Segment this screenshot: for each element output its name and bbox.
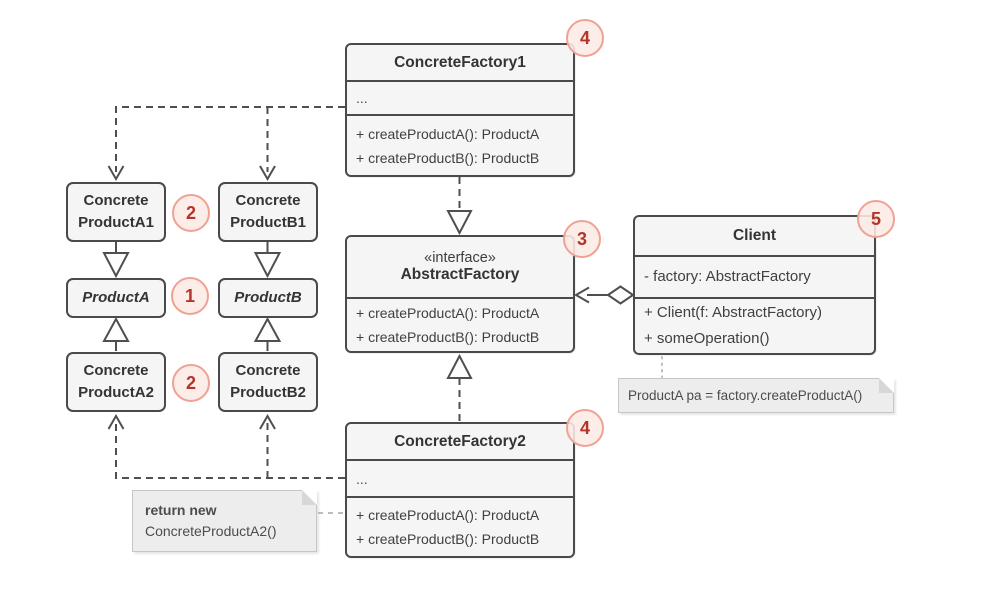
realization-arrow-factory2 [446,353,473,421]
inheritance-arrow-a1 [102,242,130,279]
stereotype-label: «interface» [424,250,496,266]
class-methods: + createProductA(): ProductA + createPro… [347,114,573,175]
aggregation-arrow-client-factory [573,285,635,305]
class-methods: + Client(f: AbstractFactory) + someOpera… [635,297,874,353]
class-title-line: Concrete [235,192,301,209]
method-line: + createProductA(): ProductA [356,125,540,142]
class-title: Client [732,227,777,244]
class-concrete-product-a1: Concrete ProductA1 [66,182,166,242]
class-title: ProductA [82,289,150,306]
realization-arrow-factory1 [446,177,473,236]
badge-factory2: 4 [566,409,604,447]
class-title: AbstractFactory [400,266,520,283]
inheritance-arrow-a2 [102,316,130,351]
class-title-line: Concrete [83,192,149,209]
method-line: + createProductB(): ProductB [356,329,540,345]
note-text-line: ProductA pa = factory.createProductA() [628,388,863,403]
class-client: Client - factory: AbstractFactory + Clie… [633,215,876,355]
attribute-line: - factory: AbstractFactory [644,268,811,285]
badge-concrete-products-bottom: 2 [172,364,210,402]
class-title-line: ProductA1 [78,214,154,231]
note-client-usage: ProductA pa = factory.createProductA() [618,378,894,413]
class-abstract-factory: «interface» AbstractFactory + createProd… [345,235,575,353]
class-title: ConcreteFactory2 [394,432,526,450]
class-concrete-factory1: ConcreteFactory1 ... + createProductA():… [345,43,575,177]
class-methods: + createProductA(): ProductA + createPro… [347,297,573,351]
badge-client: 5 [857,200,895,238]
method-line: + someOperation() [644,330,770,347]
method-line: + createProductB(): ProductB [356,149,540,166]
inheritance-arrow-b1 [253,242,282,279]
class-concrete-factory2: ConcreteFactory2 ... + createProductA():… [345,422,575,558]
note-return-new: return new ConcreteProductA2() [132,490,317,552]
class-title-line: Concrete [235,362,301,379]
badge-factory1: 4 [566,19,604,57]
class-ellipsis: ... [347,80,573,114]
class-title-line: ProductA2 [78,384,154,401]
class-concrete-product-b2: Concrete ProductB2 [218,352,318,412]
badge-products: 1 [171,277,209,315]
class-title: ConcreteFactory1 [394,53,526,71]
badge-abstract-factory: 3 [563,220,601,258]
class-concrete-product-a2: Concrete ProductA2 [66,352,166,412]
class-title-line: ProductB2 [230,384,306,401]
dependency-arrows-factory1-products [107,106,345,182]
badge-concrete-products-top: 2 [172,194,210,232]
note-text-line: ConcreteProductA2() [145,523,277,539]
class-methods: + createProductA(): ProductA + createPro… [347,496,573,556]
class-ellipsis: ... [347,459,573,496]
dependency-arrows-factory2-products [107,413,345,479]
class-title-line: Concrete [83,362,149,379]
class-concrete-product-b1: Concrete ProductB1 [218,182,318,242]
method-line: + createProductB(): ProductB [356,531,540,547]
class-title-line: ProductB1 [230,214,306,231]
note-text-line: return new [145,502,217,518]
class-product-a: ProductA [66,278,166,318]
method-line: + createProductA(): ProductA [356,305,540,321]
class-title: ProductB [234,289,302,306]
inheritance-arrow-b2 [253,316,282,351]
method-line: + createProductA(): ProductA [356,507,540,523]
class-product-b: ProductB [218,278,318,318]
class-attributes: - factory: AbstractFactory [635,255,874,297]
class-title-block: «interface» AbstractFactory [347,237,573,297]
method-line: + Client(f: AbstractFactory) [644,304,822,321]
